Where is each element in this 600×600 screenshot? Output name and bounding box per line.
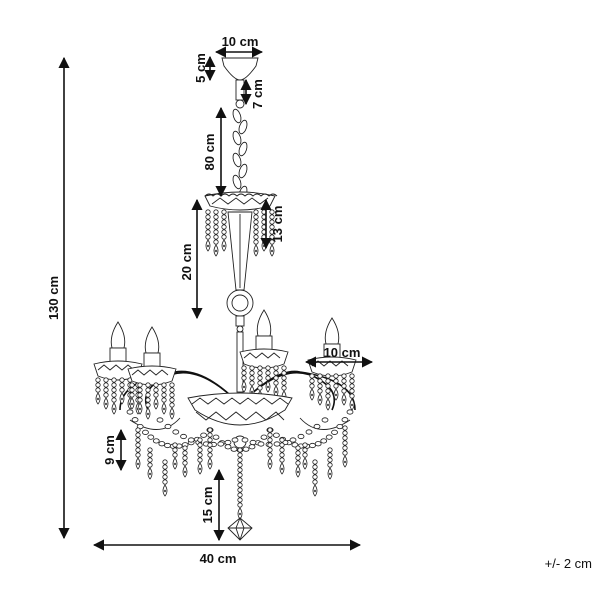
candle-bulb bbox=[144, 326, 160, 354]
column-height-label: 20 cm bbox=[179, 244, 194, 281]
crystal-drops bbox=[135, 425, 348, 520]
garland bbox=[266, 409, 354, 449]
chain-link bbox=[232, 152, 242, 168]
candle-cups bbox=[93, 309, 357, 420]
crystal-drop bbox=[249, 365, 255, 398]
candle-cup bbox=[307, 317, 357, 411]
central-column bbox=[226, 211, 254, 393]
crystal-drop bbox=[302, 442, 308, 470]
canopy-width-label: 10 cm bbox=[222, 34, 259, 49]
candle-cup bbox=[127, 326, 177, 420]
chain bbox=[232, 108, 248, 201]
crystal-drop bbox=[267, 427, 273, 470]
finial bbox=[227, 517, 253, 541]
stem-height-label: 7 cm bbox=[250, 79, 265, 109]
cup-bowl bbox=[127, 365, 177, 386]
candle-sleeve bbox=[109, 347, 127, 363]
crystal-drop bbox=[295, 445, 301, 478]
crystal-drop bbox=[309, 373, 315, 401]
total-width-label: 40 cm bbox=[200, 551, 237, 566]
crystal-drop bbox=[129, 382, 135, 410]
crystal-drop bbox=[111, 377, 117, 415]
chain-link bbox=[232, 108, 242, 124]
central-bowl bbox=[187, 392, 293, 449]
chain-link bbox=[238, 119, 248, 135]
crystal-drop bbox=[197, 437, 203, 475]
garland bbox=[156, 417, 239, 448]
dimension-lines: 10 cm 5 cm 7 cm 80 cm 13 cm 20 cm 130 cm… bbox=[46, 34, 592, 571]
crystal-drop bbox=[273, 365, 279, 398]
crystal-drop bbox=[221, 209, 227, 252]
cup-pattern bbox=[243, 352, 281, 359]
cup-bowl bbox=[239, 348, 289, 369]
chain-link bbox=[232, 174, 242, 190]
crystal-drop bbox=[327, 447, 333, 480]
crystal-drop bbox=[182, 445, 188, 478]
canopy-height-label: 5 cm bbox=[193, 53, 208, 83]
chain-length-label: 80 cm bbox=[202, 134, 217, 171]
tolerance-note: +/- 2 cm bbox=[545, 556, 592, 571]
candle-sleeve bbox=[255, 335, 273, 351]
crystal-drop bbox=[333, 373, 339, 401]
crystal-drop bbox=[169, 382, 175, 420]
crystal-drop bbox=[145, 382, 151, 420]
drop-height-label: 9 cm bbox=[102, 435, 117, 465]
chandelier-illustration bbox=[93, 57, 357, 541]
crystal-drop bbox=[119, 377, 125, 405]
cup-pattern bbox=[131, 369, 169, 376]
total-height-label: 130 cm bbox=[46, 276, 61, 320]
cup-pattern bbox=[97, 364, 135, 371]
canopy bbox=[221, 57, 259, 109]
crystal-drop bbox=[265, 365, 271, 393]
crystal-drop bbox=[349, 373, 355, 411]
crystal-drop bbox=[137, 382, 143, 415]
candle-bulb bbox=[110, 321, 126, 349]
crystal-drop bbox=[213, 209, 219, 257]
crystal-drop bbox=[279, 437, 285, 475]
crystal-drop bbox=[161, 382, 167, 415]
crystal-drop bbox=[162, 459, 168, 497]
candle-bulb bbox=[324, 317, 340, 345]
chain-link bbox=[238, 163, 248, 179]
crystal-drop bbox=[207, 427, 213, 470]
crystal-drop bbox=[253, 209, 259, 257]
candle-sleeve bbox=[143, 352, 161, 368]
chain-link bbox=[232, 130, 242, 146]
crystal-drop bbox=[103, 377, 109, 410]
chain-link bbox=[238, 141, 248, 157]
crystal-drop bbox=[237, 447, 243, 520]
crystal-drop bbox=[95, 377, 101, 405]
crystal-drop bbox=[325, 373, 331, 411]
crystal-drop bbox=[147, 447, 153, 480]
collar-height-label: 13 cm bbox=[270, 206, 285, 243]
crystal-drop bbox=[241, 365, 247, 393]
crystal-drop bbox=[135, 427, 141, 470]
crystal-drop bbox=[153, 382, 159, 410]
candle-cup bbox=[239, 309, 289, 403]
cup-width-label: 10 cm bbox=[324, 345, 361, 360]
crystal-drop bbox=[341, 373, 347, 406]
finial-height-label: 15 cm bbox=[200, 487, 215, 524]
candle-bulb bbox=[256, 309, 272, 337]
crystal-drop bbox=[312, 459, 318, 497]
crystal-drop bbox=[317, 373, 323, 406]
crystal-drop bbox=[205, 209, 211, 252]
crystal-drop bbox=[342, 425, 348, 468]
crystal-drop bbox=[172, 442, 178, 470]
